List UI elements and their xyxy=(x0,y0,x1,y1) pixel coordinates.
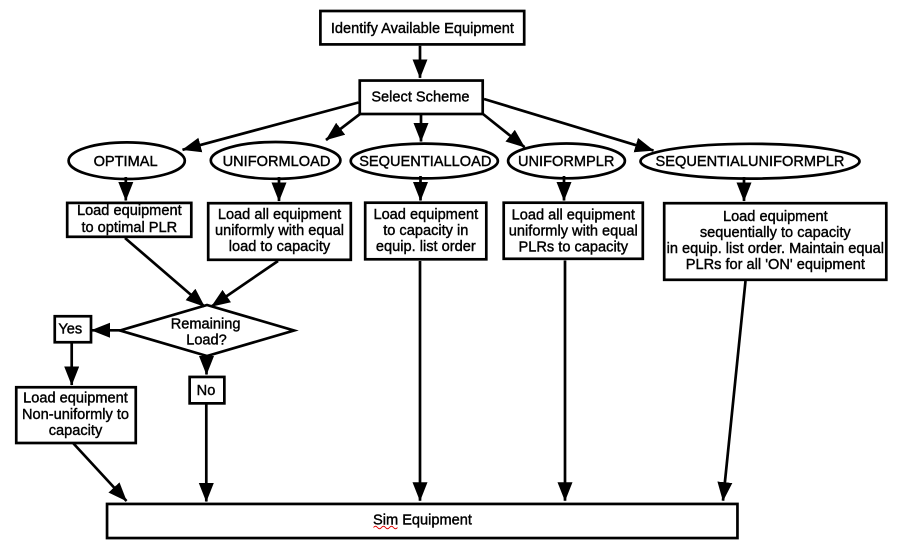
svg-text:Load all equipment: Load all equipment xyxy=(512,208,635,224)
svg-text:capacity: capacity xyxy=(49,423,103,439)
svg-text:load to capacity: load to capacity xyxy=(229,239,331,255)
svg-text:Load equipment: Load equipment xyxy=(23,390,128,406)
svg-text:in equip. list order. Maintain: in equip. list order. Maintain equal xyxy=(667,241,884,257)
svg-text:PLRs for all 'ON' equipment: PLRs for all 'ON' equipment xyxy=(686,257,865,273)
svg-text:Load equipment: Load equipment xyxy=(373,207,478,223)
svg-text:UNIFORMPLR: UNIFORMPLR xyxy=(518,154,614,170)
svg-text:to optimal PLR: to optimal PLR xyxy=(81,220,177,236)
svg-text:PLRs to capacity: PLRs to capacity xyxy=(519,240,629,256)
svg-text:SEQUENTIALLOAD: SEQUENTIALLOAD xyxy=(359,154,491,170)
svg-text:Non-uniformly to: Non-uniformly to xyxy=(22,407,129,423)
svg-text:UNIFORMLOAD: UNIFORMLOAD xyxy=(223,154,331,170)
svg-text:Remaining: Remaining xyxy=(171,317,241,333)
svg-text:uniformly with equal: uniformly with equal xyxy=(509,224,638,240)
svg-text:Load?: Load? xyxy=(186,333,227,349)
svg-text:Load equipment: Load equipment xyxy=(77,203,182,219)
svg-text:SEQUENTIALUNIFORMPLR: SEQUENTIALUNIFORMPLR xyxy=(656,154,845,170)
svg-text:Load all equipment: Load all equipment xyxy=(218,207,341,223)
svg-text:to capacity in: to capacity in xyxy=(383,223,468,239)
svg-text:No: No xyxy=(197,383,216,399)
svg-text:Yes: Yes xyxy=(58,322,82,338)
svg-text:uniformly with equal: uniformly with equal xyxy=(215,223,344,239)
svg-text:sequentially to capacity: sequentially to capacity xyxy=(700,225,852,241)
svg-text:Identify Available Equipment: Identify Available Equipment xyxy=(331,21,514,37)
svg-text:equip. list order: equip. list order xyxy=(376,239,476,255)
svg-text:Sim Equipment: Sim Equipment xyxy=(373,513,472,529)
svg-text:Select Scheme: Select Scheme xyxy=(371,89,469,105)
svg-text:Load equipment: Load equipment xyxy=(723,209,828,225)
svg-text:OPTIMAL: OPTIMAL xyxy=(94,154,158,170)
